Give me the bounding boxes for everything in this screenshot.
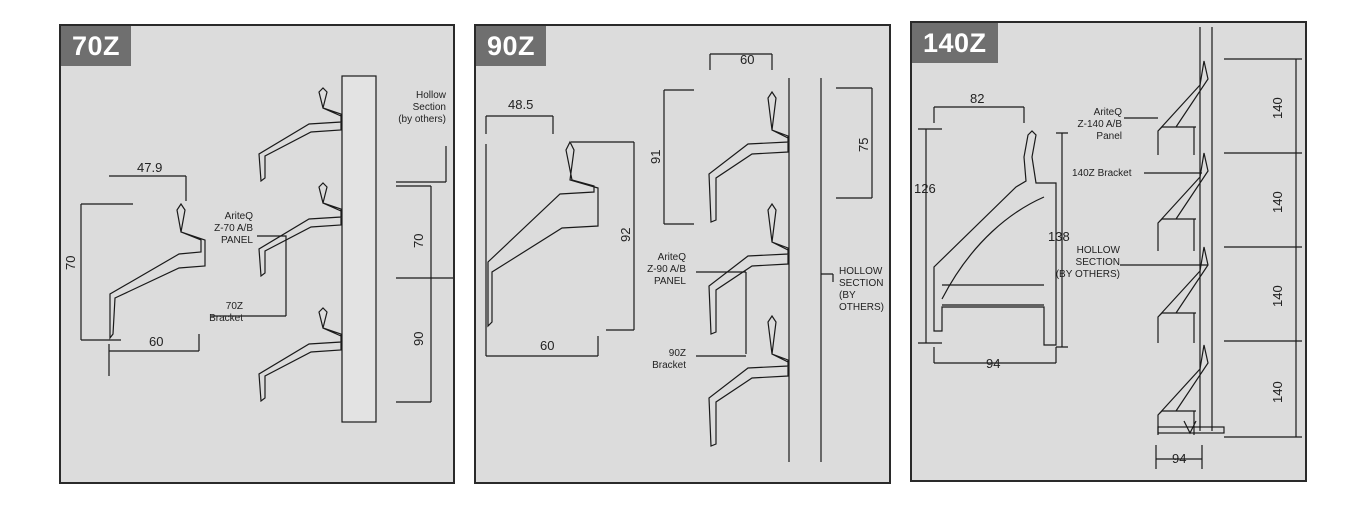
label-panel-140z: AriteQ Z-140 A/B Panel [1078,107,1123,142]
svg-text:Bracket: Bracket [652,360,686,371]
svg-text:AriteQ: AriteQ [225,211,254,222]
dim-bottom-width-70z: 60 [149,334,163,349]
svg-text:70Z: 70Z [226,301,243,312]
svg-text:Hollow: Hollow [416,90,447,101]
bracket-4-140z [1157,344,1209,435]
dim-spacing-1-140z: 140 [1270,97,1285,119]
dim-top-width-70z: 47.9 [137,160,162,175]
dim-height-left-140z: 126 [914,181,936,196]
dim-height-70z: 70 [63,256,78,270]
dim-base-width-140z: 94 [1172,451,1186,466]
svg-text:(BY OTHERS): (BY OTHERS) [1056,269,1120,280]
dim-top-width-90z: 48.5 [508,97,533,112]
diagram-90z: 48.5 92 60 60 91 75 AriteQ Z-90 A/B PANE… [485,52,884,462]
hollow-section-70z [341,75,377,423]
svg-text:AriteQ: AriteQ [658,252,687,263]
label-hollow-90z: HOLLOW SECTION (BY OTHERS) [839,266,884,313]
label-bracket-140z: 140Z Bracket [1072,168,1132,179]
profile-small-1-90z [708,90,789,223]
bracket-3-140z [1157,246,1209,343]
dim-spacing-4-140z: 140 [1270,381,1285,403]
dim-spacing-3-140z: 140 [1270,285,1285,307]
profile-large-140z [933,130,1057,346]
profile-small-3-90z [708,314,789,447]
svg-text:HOLLOW: HOLLOW [839,266,883,277]
panel-title-90z: 90Z [476,26,547,66]
label-hollow-140z: HOLLOW SECTION (BY OTHERS) [1056,245,1121,280]
panel-140z: 140Z 82 126 [910,21,1307,482]
dim-top-width-140z: 82 [970,91,984,106]
svg-text:(BY: (BY [839,290,856,301]
svg-text:AriteQ: AriteQ [1094,107,1123,118]
profile-small-2-70z [258,182,342,278]
svg-text:PANEL: PANEL [221,235,253,246]
dim-bottom-width-90z: 60 [540,338,554,353]
dim-spacing-left-90z: 91 [648,150,663,164]
profile-large-70z [109,202,206,340]
label-hollow-70z: Hollow Section (by others) [398,90,447,125]
dim-spacing-2-140z: 140 [1270,191,1285,213]
dim-bottom-width-140z: 94 [986,356,1000,371]
svg-text:Bracket: Bracket [209,313,243,324]
label-bracket-70z: 70Z Bracket [209,301,243,324]
profile-large-90z [487,140,599,328]
dim-pitch-width-90z: 60 [740,52,754,67]
diagram-140z: 82 126 138 94 140 140 140 140 94 AriteQ … [914,27,1302,469]
panel-title-140z: 140Z [912,23,998,63]
svg-text:SECTION: SECTION [839,278,883,289]
bracket-1-140z [1157,60,1209,155]
svg-text:Z-140 A/B: Z-140 A/B [1078,119,1123,130]
profile-small-3-70z [258,307,342,403]
svg-text:Panel: Panel [1096,131,1122,142]
diagram-70z: 47.9 70 60 70 90 Hollow Section (by othe… [63,75,453,423]
svg-text:SECTION: SECTION [1076,257,1120,268]
svg-text:Z-70 A/B: Z-70 A/B [214,223,253,234]
panel-title-70z: 70Z [61,26,132,66]
svg-text:Z-90 A/B: Z-90 A/B [647,264,686,275]
dim-spacing-upper-70z: 70 [411,234,426,248]
label-panel-70z: AriteQ Z-70 A/B PANEL [214,211,253,246]
svg-text:PANEL: PANEL [654,276,686,287]
svg-text:HOLLOW: HOLLOW [1077,245,1121,256]
dim-spacing-lower-70z: 90 [411,332,426,346]
dim-height-right-140z: 138 [1048,229,1070,244]
panel-70z: 70Z 47.9 70 60 70 90 Hollow Section (by [59,24,455,484]
svg-text:Section: Section [413,102,446,113]
label-panel-90z: AriteQ Z-90 A/B PANEL [647,252,686,287]
svg-text:90Z: 90Z [669,348,686,359]
profile-small-2-90z [708,202,789,335]
svg-text:(by others): (by others) [398,114,446,125]
dim-spacing-right-90z: 75 [856,138,871,152]
profile-small-1-70z [258,87,342,183]
label-bracket-90z: 90Z Bracket [652,348,686,371]
dim-height-90z: 92 [618,228,633,242]
panel-90z: 90Z 48.5 92 60 60 91 75 Ar [474,24,891,484]
svg-text:OTHERS): OTHERS) [839,302,884,313]
bracket-2-140z [1157,152,1209,251]
